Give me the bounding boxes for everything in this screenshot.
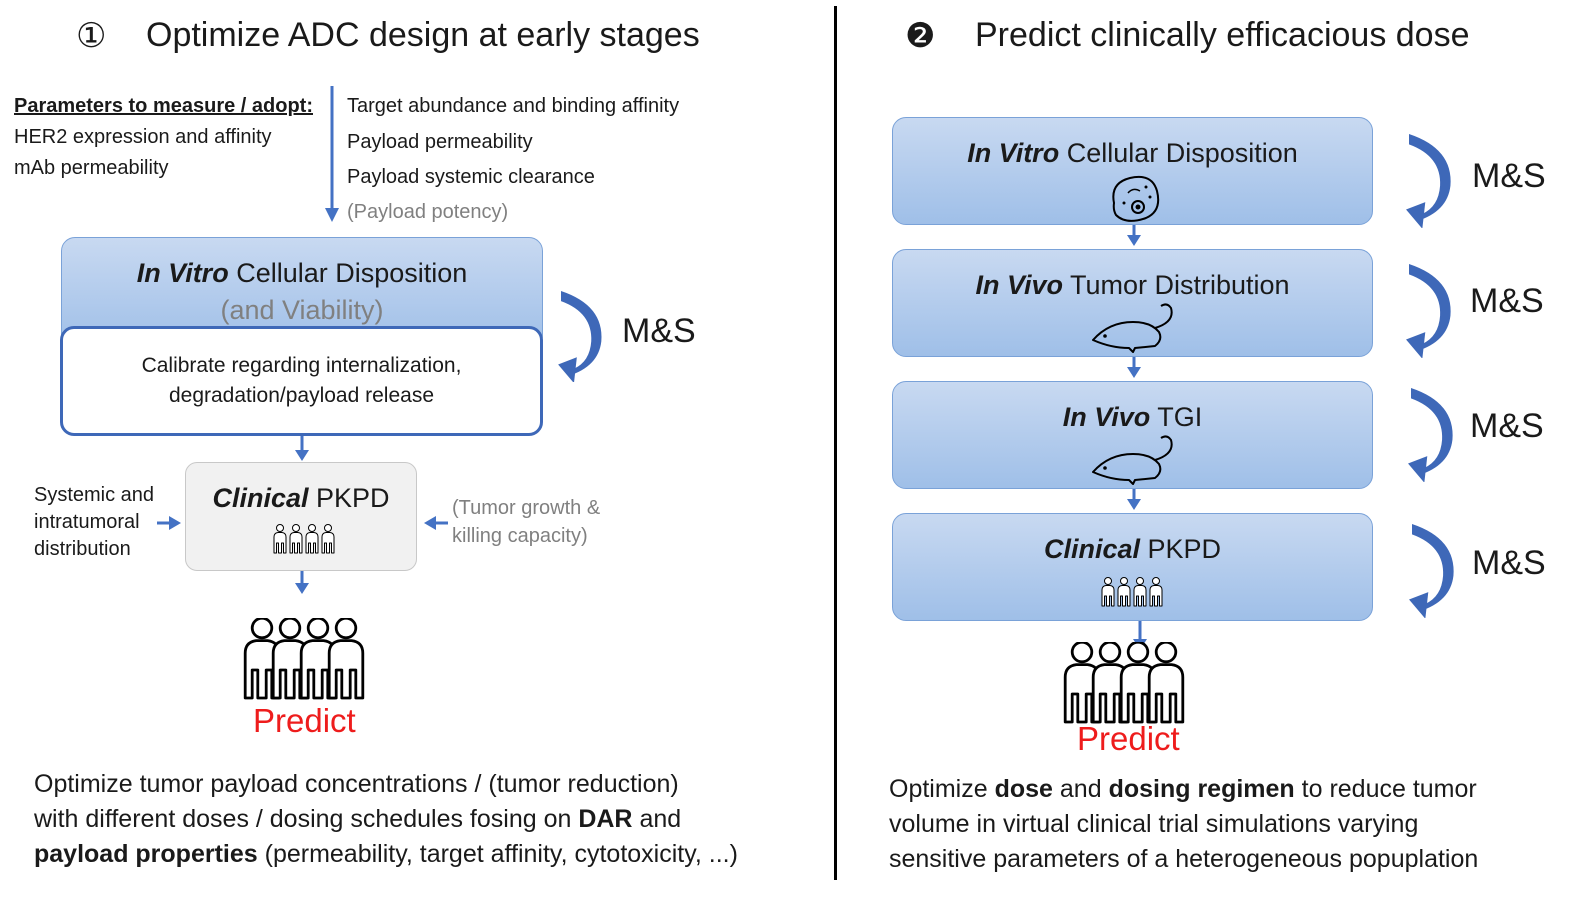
arrow-side-right <box>424 516 448 530</box>
right-ms-arrow-2 <box>1406 264 1451 358</box>
people-icon <box>273 524 335 554</box>
left-title: Optimize ADC design at early stages <box>146 16 700 54</box>
left-ms-label: M&S <box>622 312 696 350</box>
right-ms-label-3: M&S <box>1470 407 1544 445</box>
left-clinical-label: Clinical PKPD <box>212 483 390 513</box>
left-invitro-sub: (and Viability) <box>220 295 384 325</box>
right-ms-label-2: M&S <box>1470 282 1544 320</box>
right-ms-label-1: M&S <box>1472 157 1546 195</box>
right-stage-invivo-distribution: In Vivo Tumor Distribution <box>892 249 1373 357</box>
calibrate-box: Calibrate regarding internalization, deg… <box>60 326 543 436</box>
params-down-arrow <box>325 86 339 222</box>
right-bottom-text: Optimize dose and dosing regimen to redu… <box>889 775 1479 873</box>
arrow-side-left <box>157 516 181 530</box>
step-number-1: ① <box>76 17 107 55</box>
right-stage-clinical: Clinical PKPD <box>892 513 1373 621</box>
left-clinical-box: Clinical PKPD <box>185 462 417 571</box>
left-bottom-text: Optimize tumor payload concentrations / … <box>34 770 738 868</box>
right-stage-clinical-label: Clinical PKPD <box>1043 534 1222 564</box>
left-ms-curved-arrow <box>558 291 602 382</box>
calibrate-line1: Calibrate regarding internalization, <box>141 354 462 377</box>
side-right-text: (Tumor growth & killing capacity) <box>452 497 601 547</box>
right-stage-invitro-label: In Vitro Cellular Disposition <box>967 138 1298 168</box>
arrow-stage1-to-stage2 <box>1127 225 1141 246</box>
param-payload-perm: Payload permeability <box>347 131 533 153</box>
right-ms-arrow-3 <box>1408 388 1453 482</box>
left-invitro-label: In Vitro Cellular Disposition <box>136 258 468 288</box>
people-icon <box>1101 577 1163 607</box>
calibrate-line2: degradation/payload release <box>168 384 435 407</box>
mouse-icon <box>1092 435 1173 485</box>
param-target: Target abundance and binding affinity <box>347 95 680 117</box>
side-left-text: Systemic and intratumoral distribution <box>34 484 155 560</box>
left-invitro-box: In Vitro Cellular Disposition (and Viabi… <box>61 237 543 349</box>
params-heading: Parameters to measure / adopt: <box>14 95 313 117</box>
arrow-stage2-to-stage3 <box>1127 357 1141 378</box>
arrow-calibrate-to-clinical <box>295 436 309 461</box>
right-title: Predict clinically efficacious dose <box>975 16 1470 54</box>
right-predict-label: Predict <box>1077 720 1180 757</box>
panel-divider <box>834 6 837 880</box>
right-ms-label-4: M&S <box>1472 544 1546 582</box>
arrow-clinical-to-predict <box>295 571 309 594</box>
right-stage-invivo-dist-label: In Vivo Tumor Distribution <box>975 270 1290 300</box>
step-number-2: ❷ <box>905 17 936 55</box>
right-ms-arrow-4 <box>1409 524 1454 618</box>
right-ms-arrow-1 <box>1406 134 1451 228</box>
param-her2: HER2 expression and affinity <box>14 126 272 148</box>
param-payload-clearance: Payload systemic clearance <box>347 166 595 188</box>
arrow-stage3-to-stage4 <box>1127 489 1141 510</box>
right-stage-invivo-tgi-label: In Vivo TGI <box>1062 402 1203 432</box>
param-mab: mAb permeability <box>14 157 169 179</box>
left-predict-label: Predict <box>253 702 356 739</box>
param-payload-potency: (Payload potency) <box>347 201 509 223</box>
right-stage-invitro: In Vitro Cellular Disposition <box>892 117 1373 225</box>
mouse-icon <box>1092 303 1173 353</box>
right-stage-invivo-tgi: In Vivo TGI <box>892 381 1373 489</box>
cell-icon <box>1112 175 1160 222</box>
